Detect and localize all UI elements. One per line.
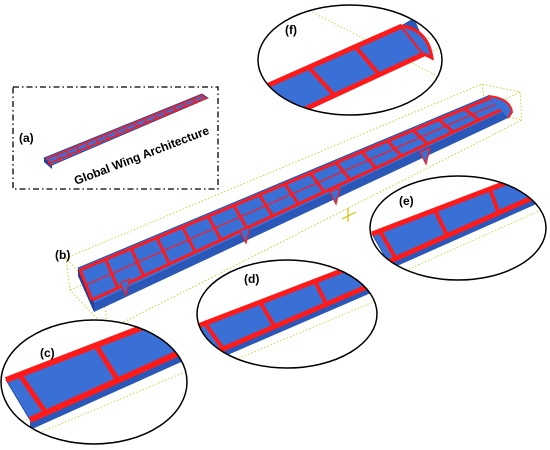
inset-rib — [105, 135, 111, 142]
zoom-rib-e — [488, 188, 501, 214]
zoom-rib-e — [378, 230, 398, 260]
inset-wing-model — [43, 93, 209, 169]
main-rib — [412, 129, 429, 146]
inset-rib — [202, 95, 208, 100]
wing-fitting — [119, 278, 131, 297]
inset-rib — [115, 131, 120, 138]
inset-rib — [183, 103, 188, 108]
inset-rib — [134, 123, 140, 129]
main-rib — [206, 215, 223, 241]
zoom-border-f — [257, 4, 443, 116]
label-a: (a) — [19, 131, 34, 145]
inset-rib — [144, 119, 150, 125]
zoom-rib-f — [353, 45, 381, 76]
zoom-rib-f — [307, 65, 337, 97]
zoom-rib-d — [313, 280, 329, 306]
main-rib — [129, 247, 145, 277]
main-rib — [437, 118, 455, 134]
label-e: (e) — [399, 194, 414, 208]
inset-rib — [173, 107, 179, 113]
inset-rib — [66, 151, 72, 158]
label-c: (c) — [40, 346, 55, 360]
main-wing-b: (b) — [55, 83, 524, 331]
zoom-rib-d — [368, 260, 377, 283]
label-b: (b) — [55, 248, 70, 262]
main-rib — [232, 204, 249, 229]
zoom-panel-c: (c) — [0, 319, 188, 445]
inset-rib — [192, 99, 198, 104]
main-rib — [283, 183, 300, 205]
inset-rib — [57, 155, 62, 163]
main-rib — [463, 107, 481, 122]
zoom-rib-e — [433, 209, 450, 237]
inset-rib — [154, 115, 159, 121]
zoom-rib-c — [93, 344, 121, 382]
wing-fitting — [419, 147, 431, 166]
inset-rib — [86, 143, 91, 150]
main-rib — [104, 258, 120, 289]
rib-set — [78, 96, 506, 301]
inset-rib — [124, 127, 130, 133]
inset-caption: Global Wing Architecture — [72, 123, 211, 188]
zoom-rib-d — [203, 321, 225, 351]
inset-rib — [76, 147, 81, 154]
zoom-rib-c — [17, 373, 49, 415]
zoom-rib-d — [258, 300, 277, 328]
main-rib — [258, 193, 274, 217]
zoom-panel-f: (f) — [257, 4, 443, 116]
inset-rib — [163, 111, 169, 117]
main-rib — [386, 139, 403, 158]
zoom-border-c — [0, 319, 188, 445]
label-f: (f) — [285, 23, 297, 37]
main-rib — [181, 226, 197, 253]
zoom-panel-d: (d) — [196, 259, 378, 369]
label-d: (d) — [244, 272, 259, 286]
wing-fitting — [239, 226, 251, 245]
main-rib — [360, 150, 378, 169]
zoom-border-e — [369, 175, 547, 281]
main-rib — [78, 269, 94, 301]
axis-marker — [341, 208, 357, 222]
main-rib — [155, 237, 171, 265]
zoom-rib-c — [169, 320, 187, 350]
wing-fitting — [329, 187, 341, 206]
zoom-panel-e: (e) — [369, 175, 547, 281]
zoom-border-d — [196, 259, 378, 369]
zoom-rib-e — [543, 176, 546, 191]
main-rib — [335, 161, 352, 181]
inset-border — [12, 86, 219, 190]
inset-rib — [47, 159, 52, 167]
inset-rib — [95, 139, 101, 146]
main-rib — [309, 172, 326, 193]
inset-panel-a: (a) Global Wing Architecture — [12, 86, 219, 190]
